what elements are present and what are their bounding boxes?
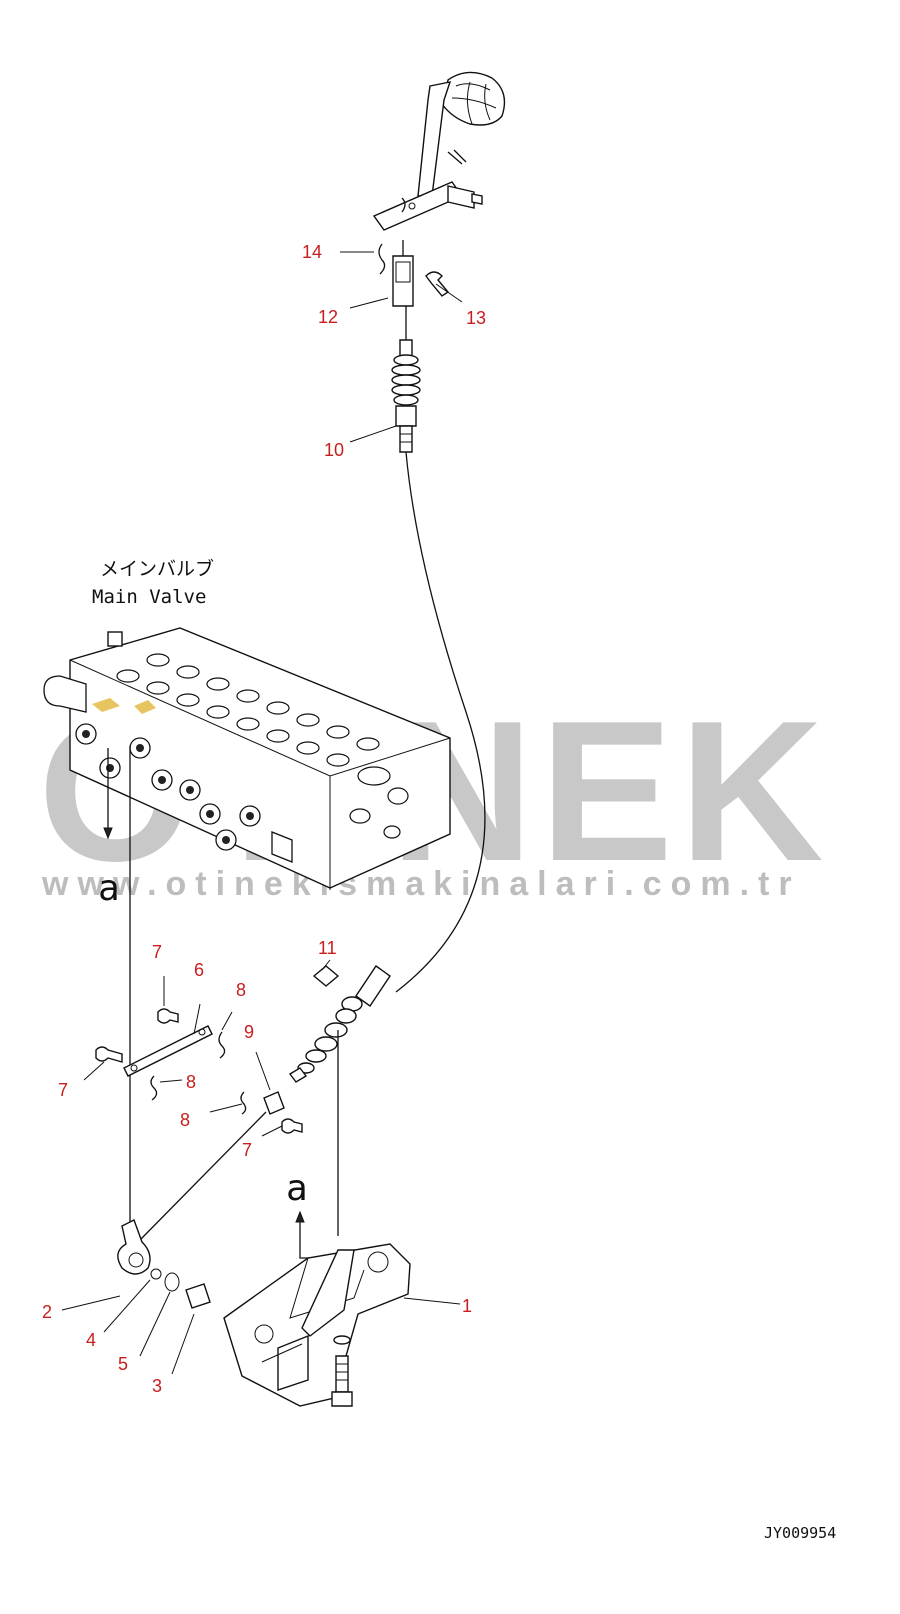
callout-1: 1 bbox=[462, 1296, 472, 1316]
lower-small-parts bbox=[117, 1219, 211, 1309]
callout-7-top: 7 bbox=[152, 942, 162, 962]
reference-arrow-a-bottom: a bbox=[286, 1168, 340, 1259]
part-3-bushing bbox=[185, 1283, 211, 1309]
callout-12: 12 bbox=[318, 307, 338, 327]
callout-13: 13 bbox=[466, 308, 486, 328]
callout-8-low: 8 bbox=[180, 1110, 190, 1130]
part-4-washer bbox=[150, 1268, 162, 1280]
watermark-url: www.otinekismakinalari.com.tr bbox=[41, 865, 801, 903]
callout-numbers: 14 12 13 10 11 7 6 8 9 7 8 8 7 2 4 5 3 1 bbox=[42, 242, 486, 1396]
part-1-pedal-bracket bbox=[223, 1243, 411, 1407]
callout-2: 2 bbox=[42, 1302, 52, 1322]
part-10-cable-end bbox=[391, 306, 486, 993]
control-lever bbox=[372, 71, 506, 231]
part-14-split-pin bbox=[378, 243, 386, 275]
main-valve-label-jp: メインバルブ bbox=[100, 557, 214, 580]
main-valve: メインバルブ Main Valve bbox=[43, 557, 451, 890]
part-12-clevis bbox=[392, 240, 414, 307]
callout-7-low: 7 bbox=[242, 1140, 252, 1160]
reference-mark-top: a bbox=[98, 868, 120, 909]
callout-10: 10 bbox=[324, 440, 344, 460]
leader-lines bbox=[61, 251, 463, 1375]
callout-8-mid: 8 bbox=[186, 1072, 196, 1092]
callout-5: 5 bbox=[118, 1354, 128, 1374]
callout-7-left: 7 bbox=[58, 1080, 68, 1100]
callout-8-top: 8 bbox=[236, 980, 246, 1000]
part-11-cable-boot bbox=[288, 965, 391, 1236]
linkage-parts bbox=[95, 1008, 303, 1241]
drawing-code: JY009954 bbox=[764, 1524, 836, 1542]
callout-6: 6 bbox=[194, 960, 204, 980]
part-2-lever bbox=[117, 1219, 151, 1275]
callout-14: 14 bbox=[302, 242, 322, 262]
part-13-pin bbox=[425, 271, 450, 297]
part-5-washer bbox=[164, 1272, 180, 1292]
callout-11: 11 bbox=[318, 938, 337, 958]
callout-4: 4 bbox=[86, 1330, 96, 1350]
reference-arrow-a-top: a bbox=[98, 748, 120, 909]
main-valve-label-en: Main Valve bbox=[92, 586, 206, 608]
callout-3: 3 bbox=[152, 1376, 162, 1396]
reference-mark-bottom: a bbox=[286, 1168, 308, 1209]
callout-9: 9 bbox=[244, 1022, 254, 1042]
